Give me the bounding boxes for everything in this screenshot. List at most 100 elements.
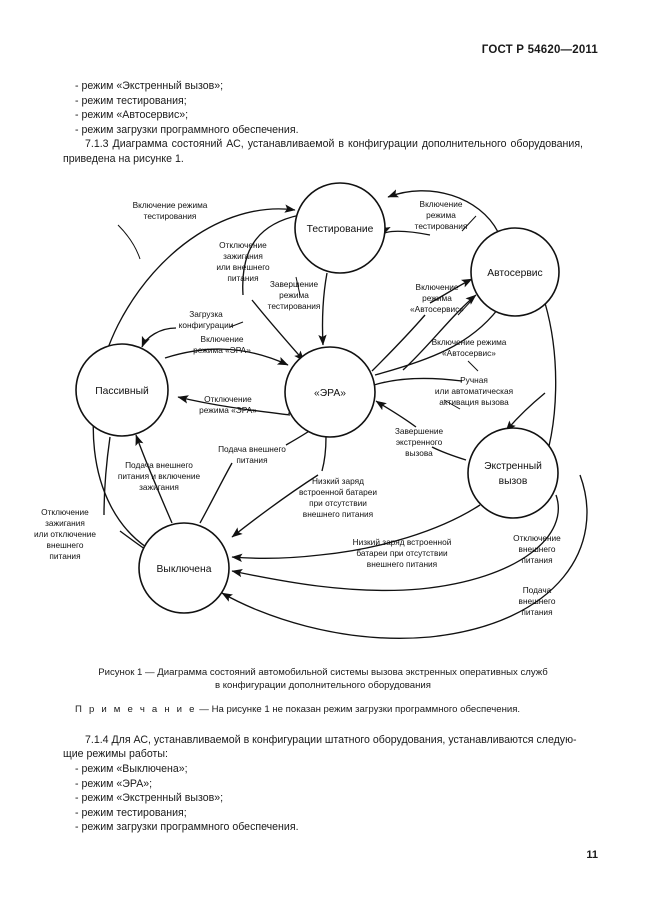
svg-text:питания: питания xyxy=(49,551,80,561)
svg-text:зажигания: зажигания xyxy=(223,251,263,261)
svg-text:Отключение: Отключение xyxy=(513,533,561,543)
edge-label-external-power-and-ignition: Подача внешнего питания и включение зажи… xyxy=(118,460,201,492)
svg-text:«Автосервис»: «Автосервис» xyxy=(442,348,496,358)
state-node-passive[interactable]: Пассивный xyxy=(75,343,169,437)
list-item: - режим «Экстренный вызов»; xyxy=(75,792,224,805)
svg-text:питания и включение: питания и включение xyxy=(118,471,201,481)
svg-text:тестирования: тестирования xyxy=(144,211,197,221)
diagram-edges xyxy=(92,189,588,639)
svg-text:внешнего: внешнего xyxy=(519,596,556,606)
edge-off-to-testing xyxy=(92,204,296,548)
edge-testing-to-era xyxy=(318,272,328,346)
bottom-mode-list: - режим «Выключена»; - режим «ЭРА»; - ре… xyxy=(75,762,299,835)
figure-caption-line1: Рисунок 1 — Диаграмма состояний автомоби… xyxy=(98,667,548,678)
svg-text:режима: режима xyxy=(422,293,452,303)
svg-text:Включение: Включение xyxy=(420,199,463,209)
svg-text:внешнего: внешнего xyxy=(519,544,556,554)
svg-text:конфигурации: конфигурации xyxy=(179,320,234,330)
svg-text:питания: питания xyxy=(521,607,552,617)
svg-text:Отключение: Отключение xyxy=(219,240,267,250)
edge-label-finish-emergency-call: Завершение экстренного вызова xyxy=(395,426,444,458)
svg-text:режима: режима xyxy=(279,290,309,300)
svg-text:внешнего питания: внешнего питания xyxy=(303,509,373,519)
svg-text:вызова: вызова xyxy=(405,448,433,458)
svg-text:внешнего питания: внешнего питания xyxy=(367,559,437,569)
svg-text:внешнего: внешнего xyxy=(47,540,84,550)
svg-text:питания: питания xyxy=(236,455,267,465)
list-item: - режим «Выключена»; xyxy=(75,763,188,775)
edge-era-to-emergency xyxy=(505,392,546,432)
edge-label-manual-or-auto-call: Ручная или автоматическая активация вызо… xyxy=(435,375,513,407)
clause-7-1-3-paragraph: 7.1.3 Диаграмма состояний АС, устанавлив… xyxy=(63,138,583,165)
edge-label-ignition-or-power-off: Отключение зажигания или внешнего питани… xyxy=(216,240,270,283)
edge-power-supply-to-off xyxy=(221,474,588,639)
svg-text:режима: режима xyxy=(426,210,456,220)
edge-ignition-off-to-era xyxy=(251,299,305,362)
list-item: - режим «Экстренный вызов»; xyxy=(75,80,224,92)
svg-text:Подача: Подача xyxy=(523,585,552,595)
state-label-emergency-call-line2: вызов xyxy=(499,476,528,487)
svg-text:зажигания: зажигания xyxy=(45,518,85,528)
svg-text:режима «ЭРА»: режима «ЭРА» xyxy=(193,345,251,355)
note-prefix: П р и м е ч а н и е xyxy=(75,704,197,715)
figure-caption-line2: в конфигурации дополнительного оборудова… xyxy=(214,680,431,691)
edge-label-disable-era: Отключение режима «ЭРА» xyxy=(199,394,257,415)
state-node-testing[interactable]: Тестирование xyxy=(294,182,386,274)
edge-testing-ignition-off xyxy=(242,214,301,296)
edge-emergency-return-to-era xyxy=(375,400,417,428)
svg-text:Отключение: Отключение xyxy=(204,394,252,404)
list-item: - режим загрузки программного обеспечени… xyxy=(75,123,299,136)
state-diagram-figure: Тестирование Автосервис Пассивный «ЭРА» … xyxy=(0,175,646,655)
state-label-testing: Тестирование xyxy=(307,224,374,235)
edge-label-load-configuration: Загрузка конфигурации xyxy=(179,309,234,330)
edge-era-to-testing xyxy=(382,223,431,236)
edge-label-external-power-supply-to-era: Подача внешнего питания xyxy=(218,444,286,465)
figure-note: П р и м е ч а н и е — На рисунке 1 не по… xyxy=(75,703,520,716)
svg-text:зажигания: зажигания xyxy=(139,482,179,492)
clause-7-1-4-line1: 7.1.4 Для АС, устанавливаемой в конфигур… xyxy=(85,734,577,746)
edge-label-external-power-supply-bottom: Подача внешнего питания xyxy=(519,585,556,617)
edge-era-to-emergency-tail xyxy=(373,377,463,386)
state-node-autoservice[interactable]: Автосервис xyxy=(470,227,560,317)
svg-text:батареи при отсутствии: батареи при отсутствии xyxy=(356,548,448,558)
state-node-era[interactable]: «ЭРА» xyxy=(284,346,376,438)
svg-text:Ручная: Ручная xyxy=(460,375,488,385)
state-label-passive: Пассивный xyxy=(95,386,149,397)
svg-text:Низкий заряд: Низкий заряд xyxy=(312,476,364,486)
edge-label-enable-testing-from-off: Включение режима тестирования xyxy=(133,200,208,221)
standard-header: ГОСТ Р 54620—2011 xyxy=(481,44,598,56)
svg-text:при отсутствии: при отсутствии xyxy=(309,498,367,508)
state-label-era: «ЭРА» xyxy=(314,388,346,399)
edge-autoservice-to-testing xyxy=(387,189,499,233)
svg-text:питания: питания xyxy=(521,555,552,565)
edge-emergency-to-off-low-battery xyxy=(231,504,481,563)
list-item: - режим «Автосервис»; xyxy=(75,109,189,122)
svg-text:«Автосервис»: «Автосервис» xyxy=(410,304,464,314)
diagram-nodes: Тестирование Автосервис Пассивный «ЭРА» … xyxy=(75,182,560,614)
edge-label-low-battery-no-power-right: Низкий заряд встроенной батареи при отсу… xyxy=(353,537,452,569)
edge-power-off-to-off xyxy=(231,494,559,592)
edge-passive-to-autoservice xyxy=(402,294,477,371)
svg-text:Завершение: Завершение xyxy=(395,426,444,436)
page-number: 11 xyxy=(586,849,598,861)
state-node-off[interactable]: Выключена xyxy=(138,522,230,614)
edge-load-config-to-passive xyxy=(141,327,177,348)
svg-text:Включение: Включение xyxy=(201,334,244,344)
svg-text:Включение: Включение xyxy=(416,282,459,292)
state-node-emergency-call[interactable]: Экстренный вызов xyxy=(467,427,559,519)
top-mode-list: - режим «Экстренный вызов»; - режим тест… xyxy=(75,79,299,137)
edge-era-to-autoservice-tail xyxy=(371,314,426,372)
clause-7-1-4-line2: щие режимы работы: xyxy=(63,748,168,760)
edge-label-ignition-off-or-power-off: Отключение зажигания или отключение внеш… xyxy=(34,507,96,561)
edge-era-low-battery-tail xyxy=(321,436,327,472)
state-label-emergency-call-line1: Экстренный xyxy=(484,461,542,472)
svg-text:экстренного: экстренного xyxy=(396,437,443,447)
edge-era-to-autoservice xyxy=(429,278,473,304)
edge-passive-to-era xyxy=(164,348,289,366)
edge-off-to-passive xyxy=(135,434,173,524)
edge-label-enable-autoservice-from-era: Включение режима «Автосервис» xyxy=(410,282,464,314)
state-label-autoservice: Автосервис xyxy=(487,268,542,279)
svg-text:или отключение: или отключение xyxy=(34,529,96,539)
svg-text:или автоматическая: или автоматическая xyxy=(435,386,513,396)
